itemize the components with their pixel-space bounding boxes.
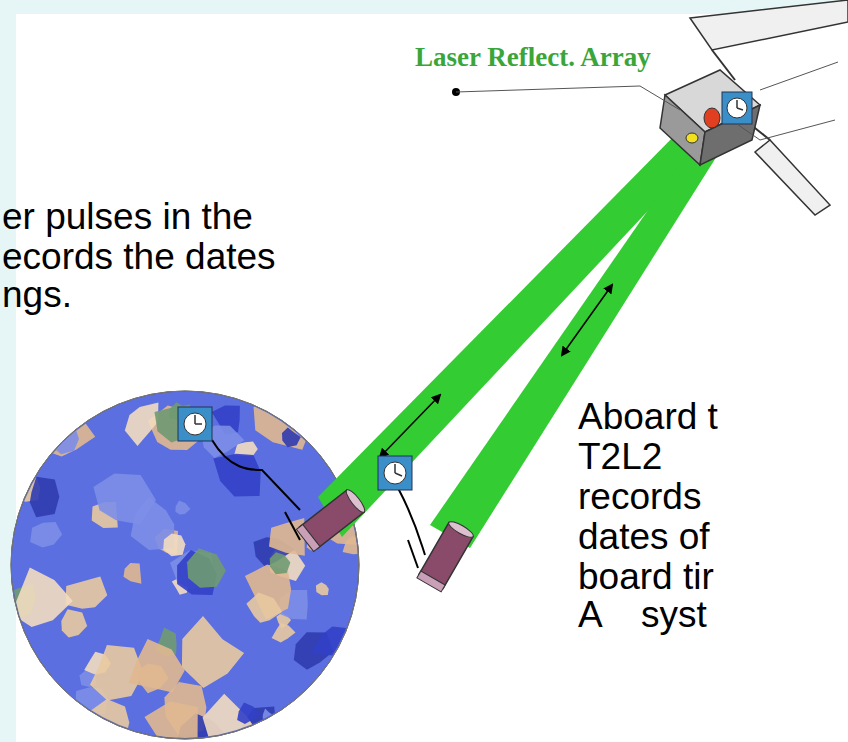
land-patch	[288, 384, 324, 415]
land-patch	[125, 402, 159, 446]
land-patch	[272, 623, 296, 643]
land-patch	[163, 533, 185, 556]
leader-line	[456, 86, 680, 110]
land-patch	[28, 391, 60, 427]
land-patch	[0, 439, 37, 501]
satellite	[660, 0, 848, 215]
land-patch	[246, 593, 282, 623]
land-patch	[247, 383, 264, 405]
land-patch	[311, 627, 354, 656]
cropped-text: Aboard t	[578, 398, 718, 435]
land-patch	[124, 563, 142, 584]
beam-arrow	[562, 285, 612, 355]
land-patch	[331, 720, 347, 739]
land-patch	[93, 474, 156, 525]
land-patch	[50, 387, 69, 411]
mount	[285, 512, 300, 540]
land-patch	[11, 568, 73, 627]
earth	[0, 382, 377, 742]
part-name: Laser Reflect. Array	[415, 44, 651, 71]
land-patch	[66, 577, 108, 609]
clock-icon	[178, 407, 212, 441]
cropped-text: ecords the dates	[2, 238, 276, 275]
land-patch	[213, 454, 260, 497]
land-patch	[129, 639, 185, 693]
mount	[408, 540, 418, 568]
land-patch	[88, 699, 129, 742]
cropped-text: ngs.	[2, 276, 72, 313]
laser-beam	[430, 135, 722, 548]
land-patch	[282, 427, 301, 447]
land-patch	[30, 477, 60, 517]
land-patch	[316, 582, 329, 595]
land-patch	[270, 552, 291, 574]
cropped-text: A syst	[578, 596, 707, 633]
land-patch	[61, 609, 87, 637]
beam-arrow	[380, 395, 440, 457]
land-patch	[237, 703, 259, 725]
frame-band	[0, 0, 848, 14]
cropped-text: er pulses in the	[2, 198, 253, 235]
land-patch	[175, 500, 190, 514]
frame-band	[0, 0, 16, 742]
land-patch	[263, 708, 275, 723]
land-patch	[182, 616, 244, 688]
land-patch	[137, 664, 169, 694]
clock-icon	[378, 456, 412, 490]
land-patch	[30, 522, 62, 548]
cropped-text: T2L2	[578, 438, 662, 475]
wire	[212, 440, 300, 510]
cropped-text: records	[578, 478, 701, 515]
cropped-text: board tir	[578, 558, 714, 595]
cropped-text: dates of	[578, 518, 710, 555]
laser-telescope	[417, 519, 475, 592]
wire	[398, 488, 425, 555]
land-patch	[187, 548, 226, 587]
land-patch	[280, 402, 311, 431]
laser-telescope	[296, 487, 367, 551]
land-patch	[4, 440, 34, 462]
